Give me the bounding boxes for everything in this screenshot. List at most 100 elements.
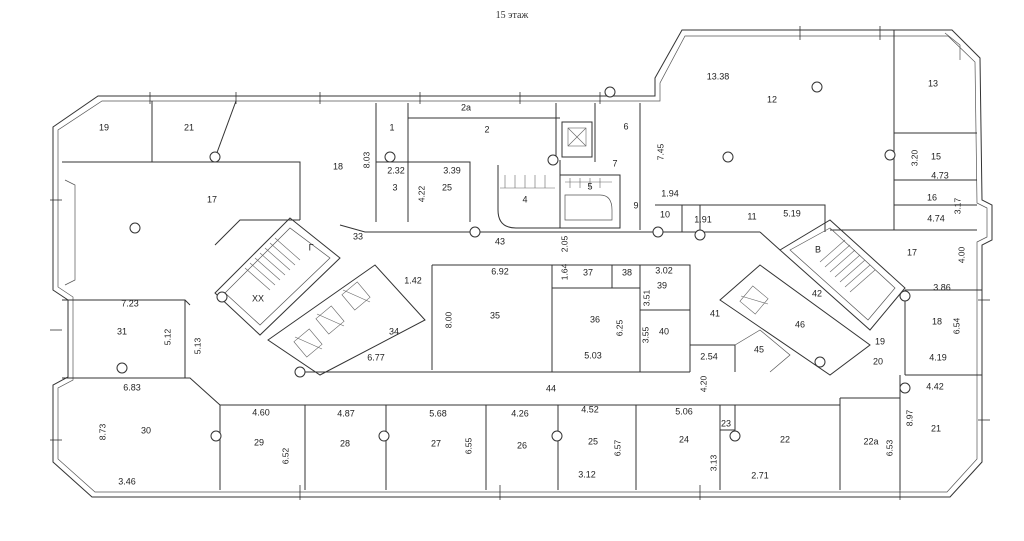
dimension-label: 3.46 [118, 476, 136, 486]
dimension-label: 5.13 [192, 337, 202, 354]
dimension-label: 4.26 [511, 408, 529, 418]
room-label: 35 [490, 310, 500, 320]
elevator-core-center [500, 121, 613, 221]
room-label: 34 [389, 326, 399, 336]
room-label: 31 [117, 326, 127, 336]
dimension-label: 6.25 [614, 319, 624, 336]
dimension-label: 3.55 [640, 326, 650, 343]
interior-walls [62, 30, 982, 490]
dimension-label: 8.97 [904, 409, 914, 426]
dimension-label: 4.74 [927, 213, 945, 223]
room-label: 41 [710, 308, 720, 318]
room-label: 25 [442, 182, 452, 192]
stair-core-left [214, 217, 341, 336]
dimension-label: 4.42 [926, 381, 944, 391]
dimension-label: 6.77 [367, 352, 385, 362]
dimension-label: 4.73 [931, 170, 949, 180]
dimension-label: 3.39 [443, 165, 461, 175]
room-label: 2а [461, 102, 471, 112]
dimension-label: 8.03 [361, 151, 371, 168]
dimension-label: 3.20 [909, 149, 919, 166]
room-label: 20 [873, 356, 883, 366]
room-label: 10 [660, 209, 670, 219]
dimension-label: 13.38 [707, 71, 730, 81]
dimension-label: 4.52 [581, 404, 599, 414]
dimension-label: 6.53 [884, 439, 894, 456]
room-label: 28 [340, 438, 350, 448]
room-label: 12 [767, 94, 777, 104]
dimension-label: 4.87 [337, 408, 355, 418]
room-label: 19 [99, 122, 109, 132]
dimension-label: 3.13 [708, 454, 718, 471]
dimension-label: 6.57 [612, 439, 622, 456]
room-label: 30 [141, 425, 151, 435]
elevator-core-left [267, 264, 426, 376]
dimension-label: 8.73 [97, 423, 107, 440]
dimension-label: 2.71 [751, 470, 769, 480]
room-label: 25 [588, 436, 598, 446]
room-label: 44 [546, 383, 556, 393]
elevator-core-right [719, 264, 871, 376]
room-label: 29 [254, 437, 264, 447]
dimension-label: 6.55 [463, 437, 473, 454]
room-label: 37 [583, 267, 593, 277]
room-label: 18 [932, 316, 942, 326]
dimension-label: 4.00 [956, 246, 966, 263]
room-label: 43 [495, 236, 505, 246]
room-label: 40 [659, 326, 669, 336]
room-label: 22 [780, 434, 790, 444]
dimension-label: 7.45 [655, 143, 665, 160]
dimension-labels: 13.38 8.03 2.32 3.39 4.22 7.45 1.94 1.91… [97, 71, 966, 486]
dimension-label: 3.51 [641, 289, 651, 306]
dimension-label: 3.17 [952, 197, 962, 214]
room-label: 15 [931, 151, 941, 161]
room-label: 13 [928, 78, 938, 88]
room-label: 27 [431, 438, 441, 448]
dimension-label: 4.20 [698, 375, 708, 392]
room-label: 36 [590, 314, 600, 324]
room-label: 9 [633, 200, 638, 210]
dimension-label: 1.94 [661, 188, 679, 198]
room-labels: 19 21 17 18 1 2 2а 3 25 4 5 6 7 9 10 11 … [99, 78, 942, 450]
dimension-label: 4.22 [416, 185, 426, 202]
room-label: 21 [184, 122, 194, 132]
room-label: 6 [623, 121, 628, 131]
room-label: 19 [875, 336, 885, 346]
room-label: 16 [927, 192, 937, 202]
room-label: 2 [484, 124, 489, 134]
columns [116, 81, 911, 442]
room-label: 4 [522, 194, 527, 204]
room-label: 45 [754, 344, 764, 354]
room-label: 1 [389, 122, 394, 132]
dimension-label: 3.86 [933, 282, 951, 292]
room-label: 23 [721, 418, 731, 428]
stair-core-right [779, 219, 906, 331]
dimension-label: 3.02 [655, 265, 673, 275]
room-label: 39 [657, 280, 667, 290]
room-label: 11 [747, 211, 756, 221]
room-label: 17 [207, 194, 217, 204]
dimension-label: 2.05 [559, 235, 569, 252]
room-label: ХХ [252, 293, 264, 303]
room-label: 21 [931, 423, 941, 433]
room-label: 3 [392, 182, 397, 192]
room-label: 42 [812, 288, 822, 298]
dimension-label: 7.23 [121, 298, 139, 308]
dimension-label: 8.00 [443, 311, 453, 328]
dimension-label: 6.54 [951, 317, 961, 334]
dimension-label: 5.03 [584, 350, 602, 360]
room-label: 22а [863, 436, 878, 446]
wall-ticks [50, 26, 990, 500]
room-label: 17 [907, 247, 917, 257]
room-label: 24 [679, 434, 689, 444]
dimension-label: 1.64 [559, 263, 569, 280]
dimension-label: 5.06 [675, 406, 693, 416]
room-label: В [815, 244, 821, 254]
dimension-label: 1.42 [404, 275, 422, 285]
dimension-label: 3.12 [578, 469, 596, 479]
dimension-label: 2.54 [700, 351, 718, 361]
floor-title: 15 этаж [496, 10, 529, 21]
dimension-label: 4.60 [252, 407, 270, 417]
room-label: 46 [795, 319, 805, 329]
